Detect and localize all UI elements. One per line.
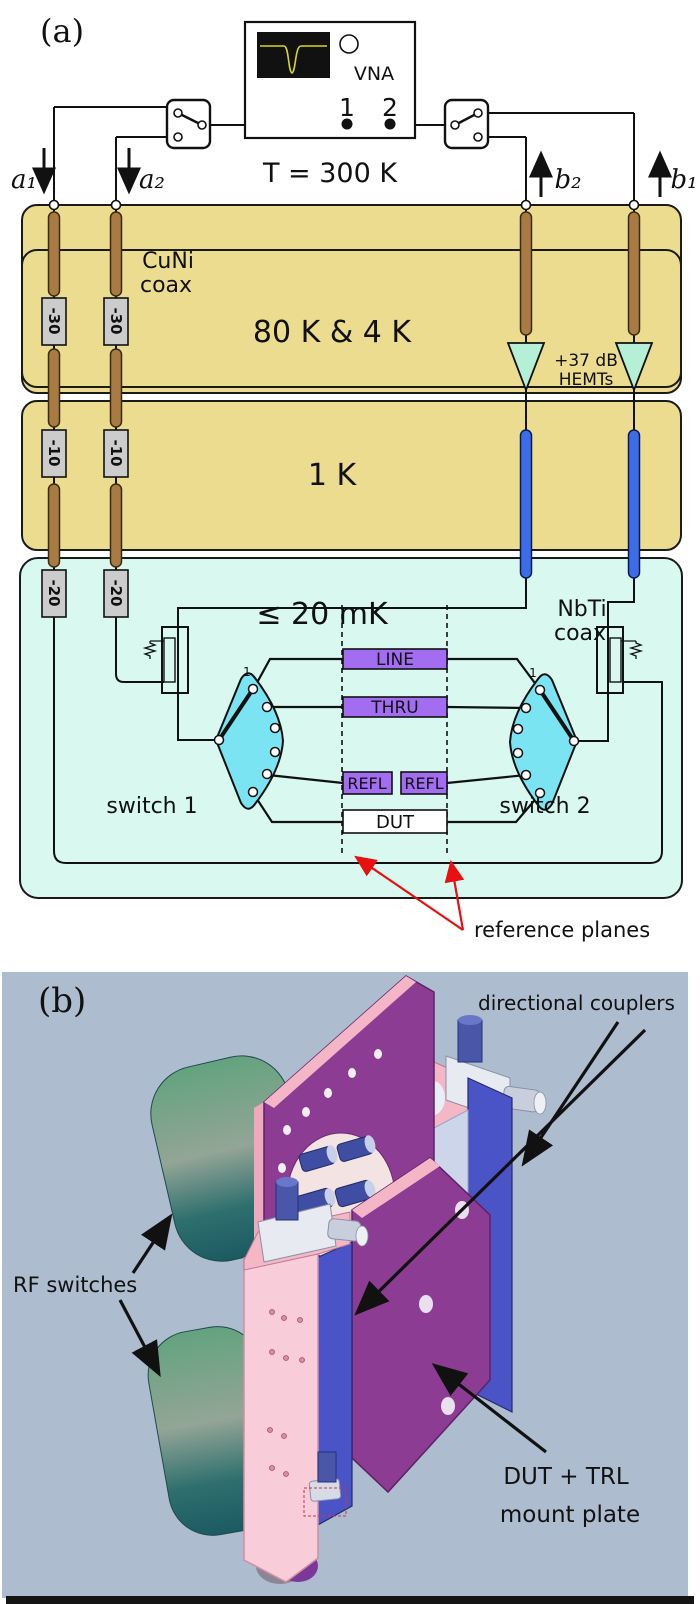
dut-trl-label-line2: mount plate <box>500 1502 640 1528</box>
panel-a-label: (a) <box>40 12 84 50</box>
lower-sma-connector-top <box>275 1181 299 1221</box>
annotation-arrows <box>118 1021 647 1454</box>
vna-port1-label: 1 <box>339 93 355 122</box>
panel-b-cad-render: (b) directional couplers RF switches DUT… <box>2 972 694 1604</box>
room-switch-right <box>443 98 490 150</box>
hemt-amplifiers: +37 dB HEMTs <box>506 342 654 393</box>
refl-left-label: REFL <box>347 774 386 793</box>
rf-switch-arrow-upper <box>131 1213 173 1274</box>
b1-label: b₁ <box>670 165 697 195</box>
directional-coupler-right <box>596 626 644 694</box>
stage-1k-label: 1 K <box>308 458 358 493</box>
room-temperature-label: T = 300 K <box>262 158 398 189</box>
dut-plate-arrow <box>431 1363 547 1454</box>
reference-planes-annotation: reference planes <box>354 855 650 942</box>
refl-standard-right <box>400 771 448 795</box>
upper-sma-connector-top <box>457 1019 483 1063</box>
resonance-dip-trace <box>260 45 327 74</box>
line-label: LINE <box>376 650 414 670</box>
highlight-dashed-outline <box>303 1487 347 1517</box>
attenuator-30-a1: -30 <box>45 307 63 334</box>
directional-coupler-left <box>142 626 189 694</box>
a1-label: a₁ <box>11 165 37 195</box>
front-light-pink-plate <box>243 1241 319 1583</box>
dut-trl-label-line1: DUT + TRL <box>503 1464 629 1490</box>
vna-port2-label: 2 <box>382 93 398 122</box>
coupler-right-termination <box>621 640 644 659</box>
thru-standard <box>342 696 448 718</box>
refl-right-label: REFL <box>404 774 443 793</box>
reference-planes-label: reference planes <box>474 918 650 942</box>
panel-a-schematic: VNA 1 2 a₁ a₂ b₂ b₁ (a) T = 300 K <box>11 12 698 942</box>
couplers-arrow-upper <box>521 1021 620 1167</box>
attenuator-20-a2: -20 <box>107 579 125 606</box>
attenuator-30-a2: -30 <box>107 307 125 334</box>
refl-standard-left <box>342 771 393 795</box>
hemt-amp-b2 <box>506 342 546 393</box>
vna-port1-dot <box>341 118 353 130</box>
pink-plate-holes <box>267 1309 305 1477</box>
amp-gain-label: +37 dB <box>554 351 618 371</box>
attenuator-10-a1: -10 <box>45 439 63 466</box>
lower-assembly <box>243 1157 491 1584</box>
vna-label: VNA <box>354 63 394 85</box>
cal-standards: LINE THRU REFL REFL DUT <box>342 648 448 834</box>
amp-type-label: HEMTs <box>559 370 614 390</box>
vna-knob <box>339 34 359 54</box>
a2-coupled-wire <box>115 205 164 683</box>
cuni-coax-label-1: CuNi <box>142 249 194 274</box>
a2-label: a₂ <box>139 165 165 195</box>
dut-box <box>342 809 448 834</box>
panel-b-label: (b) <box>38 981 86 1021</box>
stage-mk-plate <box>19 557 683 899</box>
vna-port2-dot <box>384 118 396 130</box>
attenuator-10-a2: -10 <box>107 439 125 466</box>
attenuator-20-a1: -20 <box>45 579 63 606</box>
cryo-switch-1: 1 <box>213 665 285 810</box>
photo-bottom-edge <box>6 1596 694 1604</box>
stage-80k-4k-label: 80 K & 4 K <box>253 315 412 350</box>
switch1-label: switch 1 <box>106 794 197 819</box>
vna-instrument: VNA 1 2 <box>243 20 417 140</box>
signal-arrows: a₁ a₂ b₂ b₁ <box>11 148 698 197</box>
dut-label: DUT <box>376 812 415 833</box>
stage-mk-label: ≤ 20 mK <box>256 597 389 632</box>
switch1-port1-label: 1 <box>243 665 251 679</box>
switch1-arm <box>217 687 255 742</box>
nbti-coax-segments <box>519 429 641 579</box>
couplers-arrow-lower <box>354 1028 647 1316</box>
switch2-label: switch 2 <box>499 794 590 819</box>
attenuators: -30 -30 -10 -10 -20 -20 <box>41 297 129 618</box>
line-standard <box>342 648 448 670</box>
cuni-coax-label-2: coax <box>140 273 192 298</box>
nbti-coax-label-1: NbTi <box>557 597 606 622</box>
plate-feedthroughs <box>48 199 640 211</box>
nbti-coax-label-2: coax <box>554 621 606 646</box>
cal-path-wires <box>252 657 541 824</box>
cuni-coax-segments <box>47 211 641 568</box>
stage-1k-plate <box>21 400 682 551</box>
switch2-port1-label: 1 <box>529 666 537 680</box>
cryo-switch-2: 1 <box>508 666 580 811</box>
room-switch-left <box>165 98 212 150</box>
rf-switch-arrow-lower <box>118 1299 161 1378</box>
thru-label: THRU <box>370 698 418 718</box>
switch2-arm <box>538 688 576 743</box>
a1-loop-wire <box>53 205 663 864</box>
rf-switches-label: RF switches <box>13 1273 137 1297</box>
b2-label: b₂ <box>554 165 581 195</box>
hemt-amp-b1 <box>614 342 654 393</box>
coupler-left-termination <box>142 640 164 659</box>
directional-couplers-label: directional couplers <box>478 991 675 1015</box>
